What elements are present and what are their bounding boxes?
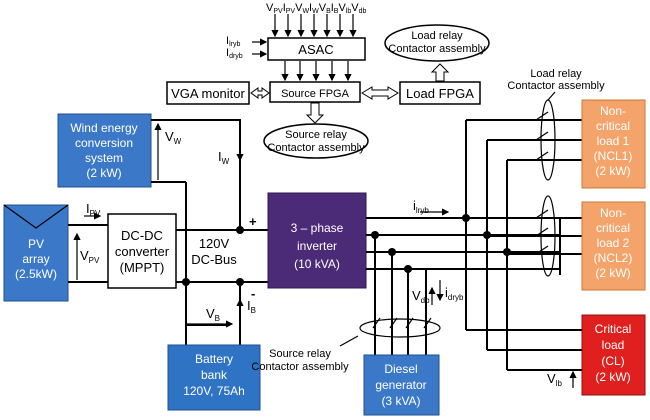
battery-bank-box xyxy=(167,344,261,411)
load-relay-ellipse-2 xyxy=(540,195,556,277)
ncl1-line5: (2 kW) xyxy=(595,164,630,178)
pv-panel-icon xyxy=(3,204,69,229)
dcdc-line3: (MPPT) xyxy=(120,260,165,275)
diesel-line3: (3 kVA) xyxy=(381,394,420,408)
ib-label: IB xyxy=(247,298,256,315)
ncl1-line1: Non- xyxy=(600,104,626,118)
dcbus-line2: DC-Bus xyxy=(191,252,237,267)
inverter-line3: (10 kVA) xyxy=(294,257,340,271)
ipv-label: IPV xyxy=(86,201,101,218)
ncl2-line4: (NCL2) xyxy=(594,251,633,265)
cl-line4: (2 kW) xyxy=(595,370,630,384)
asac-box xyxy=(267,37,366,61)
wind-line4: (2 kW) xyxy=(86,166,121,180)
load-relay-right-line2: Contactor assembly xyxy=(507,80,605,92)
asac-label: ASAC xyxy=(298,42,333,57)
inverter-box xyxy=(267,192,367,289)
ncl1-line2: critical xyxy=(596,119,630,133)
asac-inputs-label: VPVIPVVWIWVBIBVlbVdb xyxy=(266,2,367,15)
vga-fpga-link-icon xyxy=(250,87,270,99)
source-relay-top-line1: Source relay xyxy=(285,129,347,141)
load-fpga-box xyxy=(399,81,481,105)
wind-line2: conversion xyxy=(75,136,133,150)
asac-to-fpga-arrows xyxy=(281,61,352,82)
source-relay-bottom-line2: Contactor assembly xyxy=(251,361,349,373)
minus-sign: - xyxy=(251,286,255,301)
source-fpga-box xyxy=(269,81,361,103)
load-relay-top-line2: Contactor assembly xyxy=(388,43,486,55)
dcdc-line1: DC-DC xyxy=(121,228,163,243)
source-relay-top-ellipse xyxy=(263,123,369,159)
vpv-label: VPV xyxy=(80,248,100,265)
asac-idryb-label: Idryb xyxy=(226,47,243,60)
source-relay-bottom-ellipse xyxy=(359,318,441,338)
loadfpga-relay-arrow-icon xyxy=(430,63,450,82)
ac-bus xyxy=(366,217,560,270)
load-relay-top-line1: Load relay xyxy=(411,30,463,42)
wind-system-box xyxy=(57,113,152,188)
idryb-label: idryb xyxy=(445,285,464,302)
load-relay-right-line1: Load relay xyxy=(530,68,582,80)
diesel-generator-box xyxy=(363,354,440,416)
asac-input-arrows xyxy=(271,14,357,38)
source-relay-bottom-line1: Source relay xyxy=(269,348,331,360)
fpga-sourcerelay-arrow-icon xyxy=(305,102,325,124)
ncl2-line1: Non- xyxy=(600,206,626,220)
ncl1-line3: load 1 xyxy=(597,134,630,148)
ncl2-line2: critical xyxy=(596,221,630,235)
vlb-label: Vlb xyxy=(547,371,562,388)
cl-line1: Critical xyxy=(595,322,632,336)
pv-line1: PV xyxy=(28,237,44,251)
plus-sign: + xyxy=(249,214,257,229)
battery-line2: bank xyxy=(201,368,228,382)
wind-line3: system xyxy=(85,151,123,165)
diesel-line1: Diesel xyxy=(384,362,417,376)
critical-load-box xyxy=(581,314,646,396)
asac-ilryb-label: Ilryb xyxy=(226,35,240,48)
battery-line1: Battery xyxy=(195,352,233,366)
vb-label: VB xyxy=(206,306,220,323)
load-relay-top-ellipse xyxy=(384,24,490,62)
fpga-loadfpga-link-icon xyxy=(361,86,399,100)
pv-array-box xyxy=(3,204,69,302)
dcbus-line1: 120V xyxy=(199,236,230,251)
source-relay-top-line2: Contactor assembly xyxy=(267,142,365,154)
dcdc-converter-box xyxy=(107,213,177,289)
ncl1-line4: (NCL1) xyxy=(594,149,633,163)
load-fpga-label: Load FPGA xyxy=(406,86,474,101)
vw-label: VW xyxy=(165,129,182,146)
ncl2-line3: load 2 xyxy=(597,236,630,250)
cl-line2: load xyxy=(602,338,625,352)
ncl2-box xyxy=(581,201,646,291)
load-relay-switches xyxy=(535,111,549,255)
ncl2-line5: (2 kW) xyxy=(595,266,630,280)
ncl1-box xyxy=(581,99,646,189)
dcdc-line2: converter xyxy=(115,244,170,259)
inverter-line2: inverter xyxy=(297,239,337,253)
ilryb-label: ilryb xyxy=(413,198,429,215)
vga-monitor-box xyxy=(166,81,250,105)
pv-line2: array xyxy=(22,252,49,266)
pv-line3: (2.5kW) xyxy=(15,267,57,281)
inverter-line1: 3 – phase xyxy=(291,221,344,235)
wind-line1: Wind energy xyxy=(70,121,137,135)
battery-line3: 120V, 75Ah xyxy=(183,384,245,398)
vdb-label: Vdb xyxy=(412,288,430,305)
diesel-line2: generator xyxy=(375,378,426,392)
source-fpga-label: Source FPGA xyxy=(281,88,350,100)
iw-label: IW xyxy=(218,149,230,166)
cl-line3: (CL) xyxy=(601,354,624,368)
vga-monitor-label: VGA monitor xyxy=(171,86,245,101)
